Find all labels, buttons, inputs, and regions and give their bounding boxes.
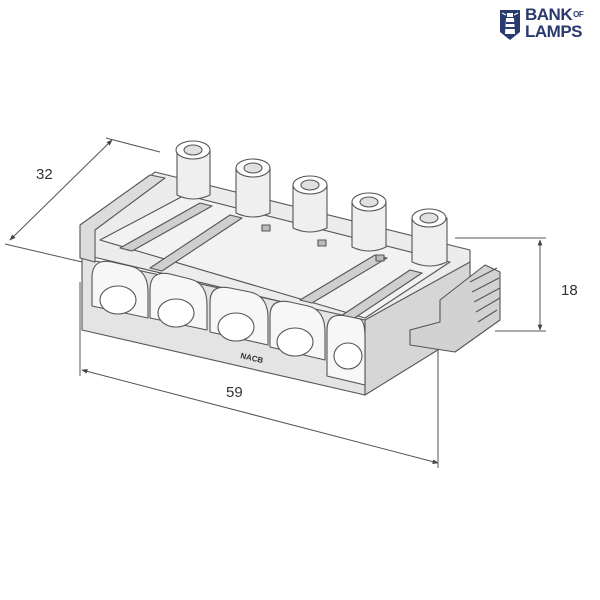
terminal-pins <box>175 140 448 267</box>
dimension-lines <box>4 137 546 468</box>
brand-logo: BANKOF LAMPS <box>497 6 597 42</box>
dimension-depth-label: 32 <box>36 166 53 183</box>
lighthouse-icon <box>500 10 520 40</box>
brand-line-1: BANKOF <box>525 5 584 24</box>
dimension-width-label: 59 <box>226 384 243 401</box>
connector-body <box>79 140 501 396</box>
brand-line-2: LAMPS <box>525 22 583 41</box>
dimension-height-label: 18 <box>561 282 578 299</box>
